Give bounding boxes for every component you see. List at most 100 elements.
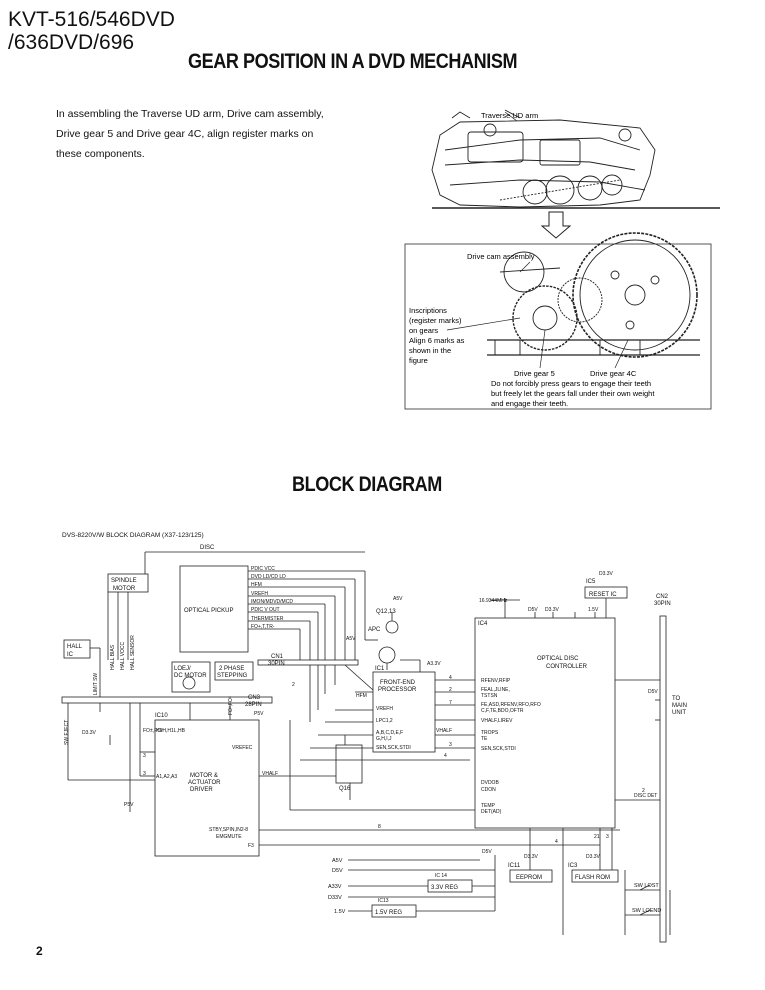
pickup-signal: PDIC V OUT bbox=[251, 607, 280, 613]
note-line: Do not forcibly press gears to engage th… bbox=[491, 379, 651, 388]
ic10-label: IC10 bbox=[155, 713, 168, 719]
sw-lost-label: SW LOST bbox=[634, 883, 659, 889]
block-section-title: BLOCK DIAGRAM bbox=[292, 473, 442, 496]
mechanism-top-drawing bbox=[431, 109, 720, 209]
pickup-signal: THERMISTER bbox=[251, 616, 284, 622]
intro-line: Drive gear 5 and Drive gear 4C, align re… bbox=[56, 128, 314, 140]
driver-pin-label: FO³,FO³ bbox=[228, 696, 234, 715]
odc-pin: DVDOB bbox=[481, 780, 499, 786]
driver-pin-label: EMGMUTE bbox=[216, 834, 242, 840]
pickup-signal: VREFH bbox=[251, 591, 268, 597]
odc-pin: C,F,TE,BDO,OFTR bbox=[481, 708, 524, 714]
cn2-label: CN2 bbox=[656, 594, 669, 600]
q12-label: Q12,13 bbox=[376, 609, 396, 615]
eeprom-label: EEPROM bbox=[516, 875, 542, 881]
voltage-label: D5V bbox=[528, 607, 538, 613]
hfm-label: HFM bbox=[356, 693, 367, 699]
hall-in2-label: A1,A2,A3 bbox=[156, 774, 177, 780]
voltage-label: D3.3V bbox=[524, 854, 539, 860]
odc-pin: TE bbox=[481, 736, 488, 742]
odc-pin: SEN,SCK,STDI bbox=[481, 746, 516, 752]
power-label: A33V bbox=[328, 884, 342, 890]
ic11-label: IC11 bbox=[508, 863, 521, 869]
bus-number: 3 bbox=[606, 834, 609, 840]
optical-pickup-label: OPTICAL PICKUP bbox=[184, 608, 233, 614]
traverse-label: Traverse UD arm bbox=[481, 111, 538, 120]
drive-gear-5-label: Drive gear 5 bbox=[514, 369, 555, 378]
bus-number: 3 bbox=[143, 771, 146, 777]
voltage-label: D5V bbox=[648, 689, 658, 695]
odc-pin: VHALF,LIREV bbox=[481, 718, 513, 724]
odc-pin: FEAL,JLINE, bbox=[481, 687, 510, 693]
reg33-label: 3.3V REG bbox=[431, 885, 458, 891]
to-main-label: TO bbox=[672, 696, 681, 702]
voltage-label: A5V bbox=[393, 596, 403, 602]
voltage-label: 1.5V bbox=[588, 607, 599, 613]
bus-number: 3 bbox=[143, 753, 146, 759]
vhalf-label: VHALF bbox=[262, 771, 278, 777]
hall-wire-label: HALL VOCC bbox=[120, 641, 126, 670]
bus-number: 3 bbox=[449, 742, 452, 748]
sw-eject-label: SW EJECT bbox=[64, 720, 70, 745]
q16-label: Q16 bbox=[339, 786, 351, 792]
limit-sw-label: LIMIT SW bbox=[93, 673, 99, 695]
odc-label: CONTROLLER bbox=[546, 664, 588, 670]
bus-number: 4 bbox=[449, 675, 452, 681]
cn2-label: 30PIN bbox=[654, 601, 671, 607]
cn1-label: 30PIN bbox=[268, 661, 285, 667]
voltage-label: P5V bbox=[254, 711, 264, 717]
voltage-label: A3.3V bbox=[427, 661, 441, 667]
spindle-motor-label: SPINDLE bbox=[111, 578, 137, 584]
intro-line: In assembling the Traverse UD arm, Drive… bbox=[56, 108, 324, 120]
drive-cam-label: Drive cam assembly bbox=[467, 252, 535, 261]
to-main-label: UNIT bbox=[672, 710, 686, 716]
gear-section-title: GEAR POSITION IN A DVD MECHANISM bbox=[188, 50, 518, 73]
ic14-label: IC 14 bbox=[435, 873, 447, 879]
loej-label: LOEJ/ bbox=[174, 666, 191, 672]
bus-number: 2 bbox=[642, 788, 645, 794]
frontend-pin: LPC1,2 bbox=[376, 718, 393, 724]
bus-number: 7 bbox=[449, 700, 452, 706]
ic4-label: IC4 bbox=[478, 621, 488, 627]
note-line: but freely let the gears fall under thei… bbox=[491, 389, 655, 398]
inscription-line: figure bbox=[409, 356, 428, 365]
pickup-signal: IMON/MDVD/MCD bbox=[251, 599, 293, 605]
driver-label: DRIVER bbox=[190, 787, 213, 793]
voltage-label: D5V bbox=[482, 849, 492, 855]
ic3-label: IC3 bbox=[568, 863, 578, 869]
cn3-label: 28PIN bbox=[245, 702, 262, 708]
pickup-signal: DVD LD/CD LD bbox=[251, 574, 286, 580]
bus-number: 4 bbox=[444, 753, 447, 759]
to-main-label: MAIN bbox=[672, 703, 687, 709]
frontend-pin: VREFH bbox=[376, 706, 393, 712]
cn3-label: CN3 bbox=[248, 695, 261, 701]
odc-pin: TEMP bbox=[481, 803, 496, 809]
inscription-line: on gears bbox=[409, 326, 438, 335]
disc-det-label: DISC DET bbox=[634, 793, 657, 799]
driver-pin-label: STBY,SPIN,IN2-8 bbox=[209, 827, 248, 833]
model-line-2: /636DVD/696 bbox=[8, 31, 135, 54]
inscription-label: Inscriptions (register marks) on gears A… bbox=[409, 306, 465, 365]
voltage-label: D3.3V bbox=[545, 607, 560, 613]
spindle-motor-label: MOTOR bbox=[113, 586, 136, 592]
voltage-label: A5V bbox=[346, 636, 356, 642]
phase-label: STEPPING bbox=[217, 673, 248, 679]
gear-intro-text: In assembling the Traverse UD arm, Drive… bbox=[56, 104, 376, 164]
model-number: KVT-516/546DVD /636DVD/696 bbox=[8, 8, 175, 54]
phase-label: 2 PHASE bbox=[219, 666, 244, 672]
odc-pin: DET(AD) bbox=[481, 809, 502, 815]
inscription-line: Align 6 marks as bbox=[409, 336, 465, 345]
driver-label: MOTOR & bbox=[190, 773, 218, 779]
bus-number: 2 bbox=[292, 682, 295, 688]
sw-loend-label: SW LOEND bbox=[632, 908, 661, 914]
down-arrow-icon bbox=[540, 211, 572, 239]
power-label: 1.5V bbox=[334, 909, 346, 915]
driver-pin-label: F3 bbox=[248, 843, 254, 849]
odc-pin: CDON bbox=[481, 787, 496, 793]
pickup-signal: HFM bbox=[251, 582, 262, 588]
detail-box bbox=[404, 243, 712, 410]
inscription-line: Inscriptions bbox=[409, 306, 447, 315]
odc-pin: TSTSN bbox=[481, 693, 498, 699]
driver-pin-label: FO±,FO² bbox=[143, 728, 163, 734]
